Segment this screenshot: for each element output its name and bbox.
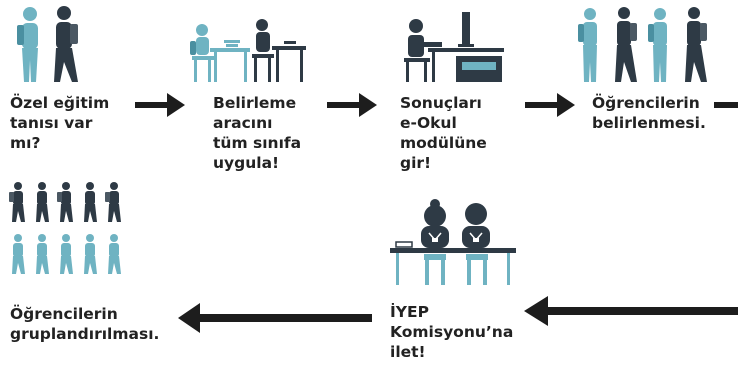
student-groups-icon [9,182,121,274]
person-at-computer-icon [404,12,504,82]
four-students-icon [578,7,707,82]
arrow-left-icon [524,296,738,326]
step-label-identify-students: Öğrencilerin belirlenmesi. [592,94,706,132]
arrow-right-icon [525,93,575,117]
committee-meeting-icon [390,199,516,285]
step-label-diagnosis: Özel eğitim tanısı var mı? [10,94,110,152]
arrow-right-icon [327,93,377,117]
step-label-send-committee: İYEP Komisyonu’na ilet! [390,303,514,361]
students-at-desks-icon [190,19,306,82]
arrow-left-icon [178,303,372,333]
two-students-icon [17,6,78,82]
step-label-group-students: Öğrencilerin gruplandırılması. [10,305,160,343]
arrow-stub-icon [714,102,738,108]
step-label-apply-tool: Belirleme aracını tüm sınıfa uygula! [213,94,302,172]
arrow-right-icon [135,93,185,117]
step-label-enter-results: Sonuçları e-Okul modülüne gir! [400,94,487,172]
